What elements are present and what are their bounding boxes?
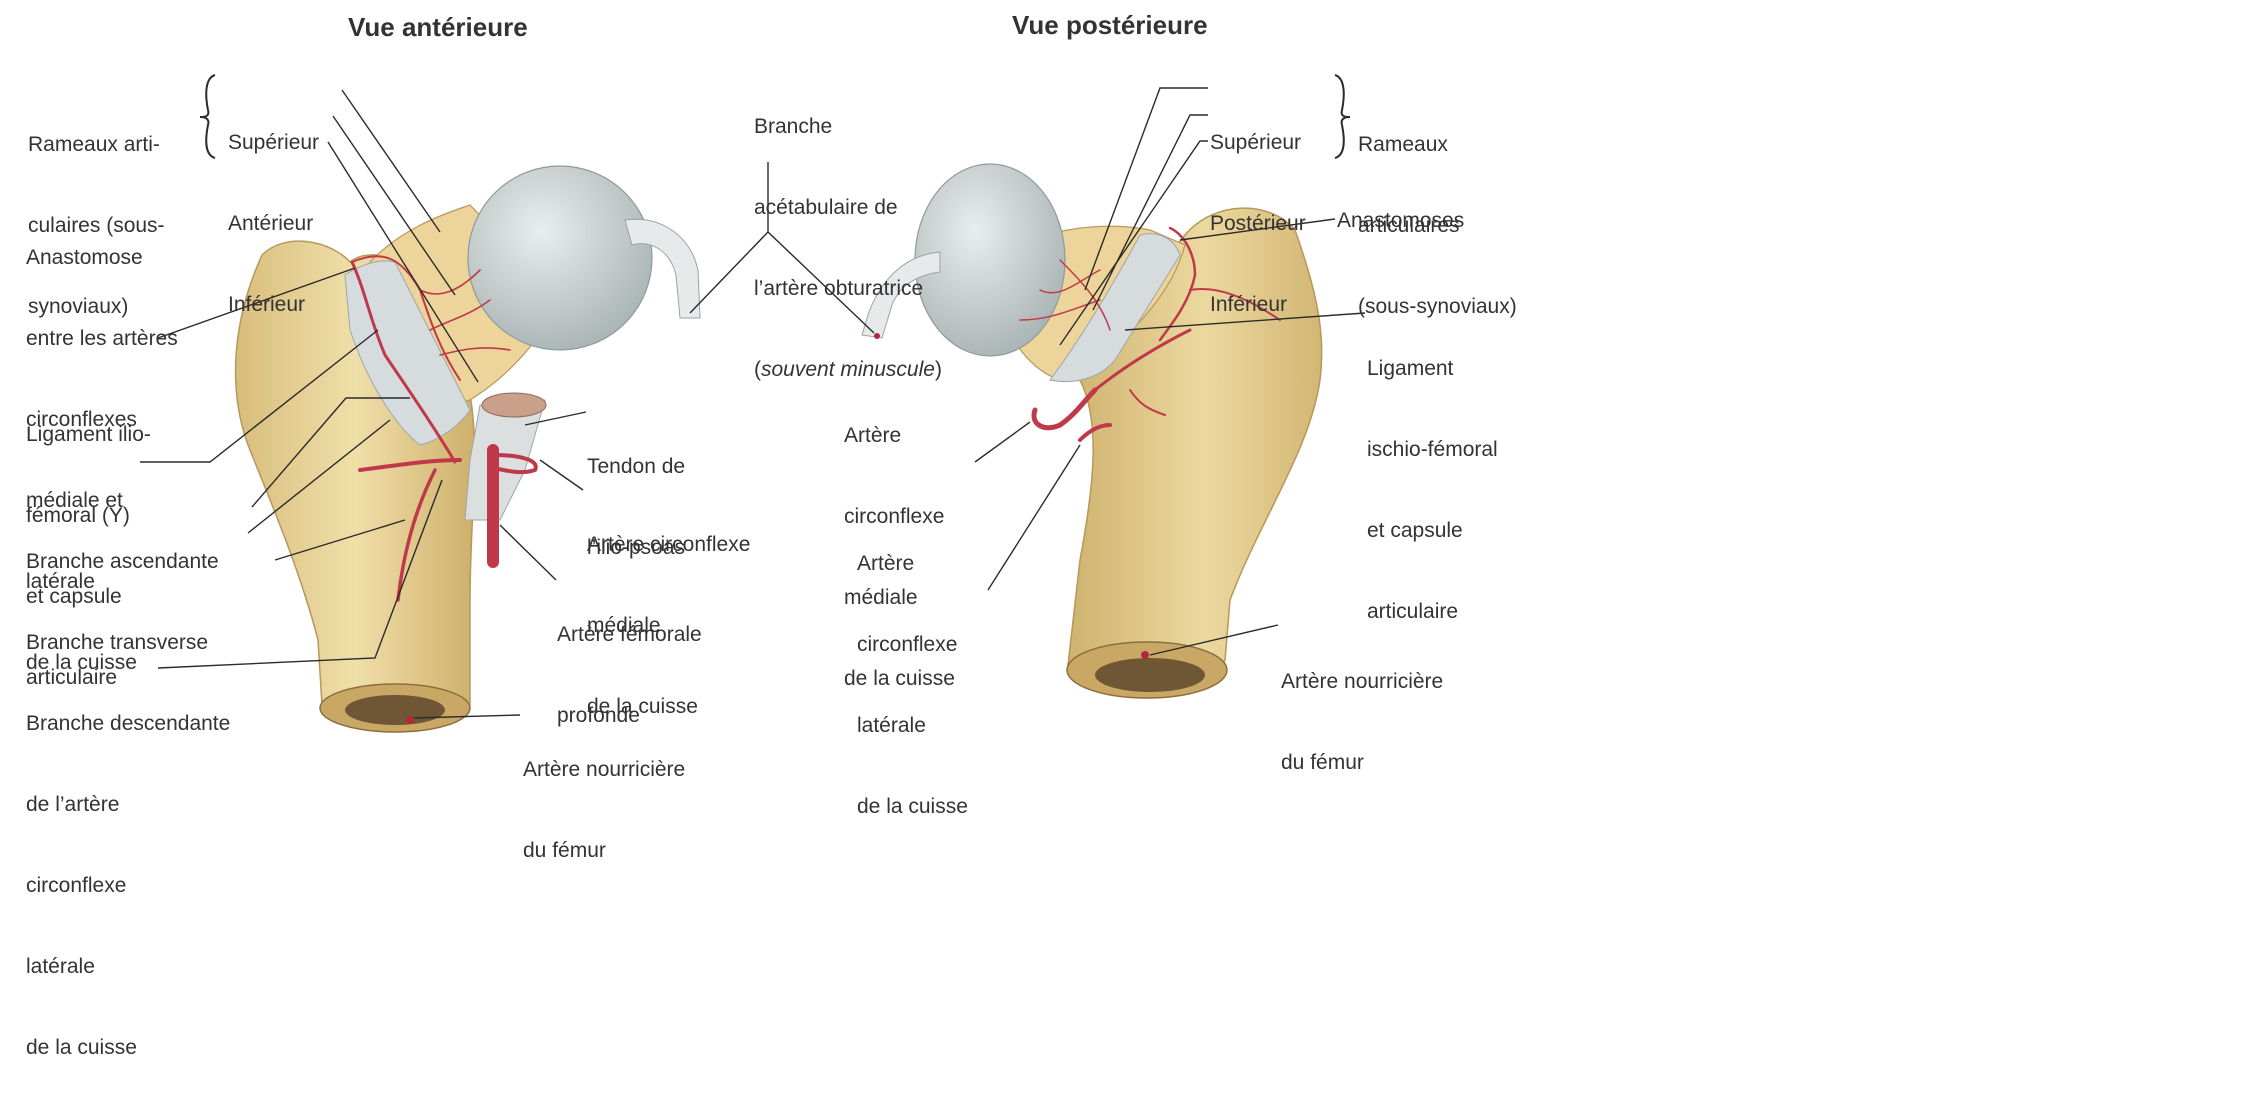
leader-lines	[140, 87, 1366, 719]
label-rameaux-articulaires-posterior: Rameaux articulaires (sous-synoviaux)	[1358, 133, 1517, 318]
title-posterior: Vue postérieure	[1012, 10, 1208, 40]
label-artere-circonflexe-laterale-posterior: Artère circonflexe latérale de la cuisse	[857, 552, 968, 818]
posterior-femur	[861, 163, 1323, 699]
label-ligament-ilio-femoral: Ligament ilio- fémoral (Y) et capsule ar…	[26, 423, 151, 689]
label-souvent-minuscule: souvent minuscule	[761, 358, 935, 381]
label-anastomoses: Anastomoses	[1337, 209, 1465, 232]
label-rameaux-items-anterior: Supérieur Antérieur Inférieur	[228, 131, 320, 316]
anterior-femur	[234, 165, 701, 733]
label-artere-nourriciere-posterior: Artère nourricière du fémur	[1281, 670, 1444, 774]
title-anterior: Vue antérieure	[348, 12, 528, 42]
label-anastomose: Anastomose entre les artères circonflexe…	[26, 246, 178, 674]
label-branche-acetabulaire: Branche acétabulaire de l’artère obturat…	[754, 115, 942, 381]
label-artere-circonflexe-mediale-posterior: Artère circonflexe médiale de la cuisse	[844, 424, 955, 690]
label-branches-circonflexe-laterale: Branche ascendante Branche transverse Br…	[26, 550, 231, 1059]
label-artere-circonflexe-mediale-anterior: Artère circonflexe médiale de la cuisse	[587, 533, 751, 718]
label-rameaux-items-posterior: Supérieur Postérieur Inférieur	[1210, 131, 1306, 316]
label-artere-nourriciere-anterior: Artère nourricière du fémur	[523, 758, 686, 862]
label-tendon-ilio-psoas: Tendon de l’ilio-psoas	[587, 455, 686, 559]
femur-illustration	[140, 74, 1366, 733]
label-rameaux-articulaires-anterior: Rameaux arti- culaires (sous- synoviaux)	[28, 133, 165, 318]
braces	[199, 74, 1351, 159]
label-ligament-ischio-femoral: Ligament ischio-fémoral et capsule artic…	[1367, 357, 1498, 623]
label-artere-femorale-profonde: Artère fémorale profonde	[557, 623, 702, 727]
